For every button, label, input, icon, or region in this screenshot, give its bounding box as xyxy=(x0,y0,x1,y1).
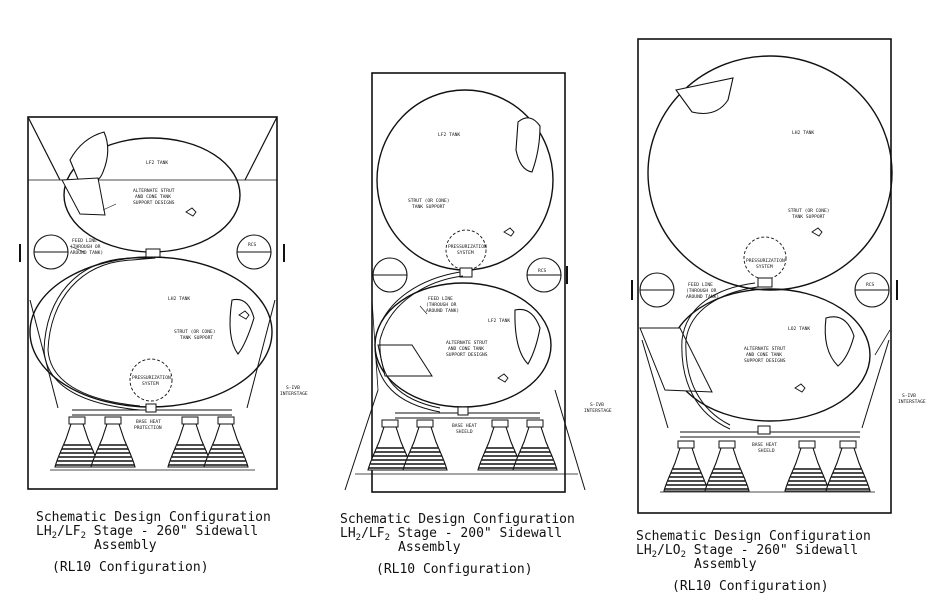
config-3-upper-tank xyxy=(647,55,893,291)
config-3-press-label-1: PRESSURIZATION xyxy=(746,258,785,264)
config-1-heat-label-1: BASE HEAT xyxy=(136,419,161,425)
caption-stage-line: LH2/LO2 Stage - 260" Sidewall xyxy=(636,543,859,560)
config-1-lower-tank-label: LH2 TANK xyxy=(168,296,190,302)
config-3-alt-strut-label-2: AND CONE TANK xyxy=(746,352,782,358)
config-3-feed-line-label-2: (THROUGH OR xyxy=(686,288,717,294)
caption-engine-config: (RL10 Configuration) xyxy=(376,562,533,577)
config-1-alt-strut-label-2: AND CONE TANK xyxy=(135,194,171,200)
config-3-upper-tank-label: LH2 TANK xyxy=(792,130,814,136)
caption-assembly: Assembly xyxy=(94,538,157,553)
config-2-schematic: LF2 TANK STRUT (OR CONE) TANK SUPPORT PR… xyxy=(344,72,612,493)
config-3-alt-strut-label-1: ALTERNATE STRUT xyxy=(744,346,786,352)
config-2-press-label-2: SYSTEM xyxy=(457,250,474,256)
caption-engine-config: (RL10 Configuration) xyxy=(672,579,829,594)
config-2-strut-label-1: STRUT (OR CONE) xyxy=(408,198,450,204)
config-2-upper-tank-label: LF2 TANK xyxy=(438,132,460,138)
config-2-feed-line-label-1: FEED LINE xyxy=(428,296,453,302)
config-1-feed-line-label-1: FEED LINE xyxy=(72,238,97,244)
config-3-caption: Schematic Design Configuration LH2/LO2 S… xyxy=(636,530,871,594)
config-2-heat-label-2: SHIELD xyxy=(456,429,473,435)
config-2-alt-strut-label-3: SUPPORT DESIGNS xyxy=(446,352,488,358)
config-2-press-label-1: PRESSURIZATION xyxy=(448,244,487,250)
config-3-alt-strut-label-3: SUPPORT DESIGNS xyxy=(744,358,786,364)
config-2-upper-tank xyxy=(376,89,554,271)
config-2-alt-strut-label-1: ALTERNATE STRUT xyxy=(446,340,488,346)
config-3-heat-label-1: BASE HEAT xyxy=(752,442,777,448)
config-3-schematic: LH2 TANK STRUT (OR CONE) TANK SUPPORT PR… xyxy=(631,38,926,514)
config-3-strut-label-2: TANK SUPPORT xyxy=(792,214,825,220)
config-2-feed-line-label-3: AROUND TANK) xyxy=(426,308,459,314)
config-3-strut-label-1: STRUT (OR CONE) xyxy=(788,208,830,214)
config-1-feed-line-label-3: AROUND TANK) xyxy=(70,250,103,256)
config-1-heat-label-2: PROTECTION xyxy=(134,425,162,431)
config-1-strut-label-1: STRUT (OR CONE) xyxy=(174,329,216,335)
caption-assembly: Assembly xyxy=(398,540,461,555)
caption-title: Schematic Design Configuration xyxy=(636,529,871,544)
config-3-feed-line-label-1: FEED LINE xyxy=(688,282,713,288)
caption-assembly: Assembly xyxy=(694,557,757,572)
caption-stage-line: LH2/LF2 Stage - 200" Sidewall xyxy=(340,526,563,543)
config-3-press-label-2: SYSTEM xyxy=(756,264,773,270)
config-1-feed-line-label-2: (THROUGH OR xyxy=(70,244,101,250)
config-2-interstage-label-1: S-IVB xyxy=(590,402,604,408)
config-1-caption: Schematic Design Configuration LH2/LF2 S… xyxy=(36,511,271,575)
config-1-interstage-label-2: INTERSTAGE xyxy=(280,391,308,397)
caption-stage-line: LH2/LF2 Stage - 260" Sidewall xyxy=(36,524,259,541)
config-2-strut-label-2: TANK SUPPORT xyxy=(412,204,445,210)
config-2-interstage-label-2: INTERSTAGE xyxy=(584,408,612,414)
config-1-alt-strut-label-1: ALTERNATE STRUT xyxy=(133,188,175,194)
config-1-rcs-label: RCS xyxy=(248,242,257,248)
config-2-lower-tank-label: LF2 TANK xyxy=(488,318,510,324)
config-3-lower-tank-label: LO2 TANK xyxy=(788,326,810,332)
config-2-frame xyxy=(371,72,566,493)
config-1-strut-label-2: TANK SUPPORT xyxy=(180,335,213,341)
config-1-interstage-label-1: S-IVB xyxy=(286,385,300,391)
caption-title: Schematic Design Configuration xyxy=(340,512,575,527)
config-1-schematic: LF2 TANK ALTERNATE STRUT AND CONE TANK S… xyxy=(19,116,308,490)
config-1-frame xyxy=(27,116,278,490)
config-2-caption: Schematic Design Configuration LH2/LF2 S… xyxy=(340,513,575,577)
config-1-press-label-1: PRESSURIZATION xyxy=(132,375,171,381)
config-2-feed-line-label-2: (THROUGH OR xyxy=(426,302,457,308)
config-3-interstage-label-2: INTERSTAGE xyxy=(898,399,926,405)
config-3-rcs-label: RCS xyxy=(866,282,875,288)
config-2-rcs-label: RCS xyxy=(538,268,547,274)
config-3-frame xyxy=(637,38,892,514)
caption-engine-config: (RL10 Configuration) xyxy=(52,560,209,575)
caption-title: Schematic Design Configuration xyxy=(36,510,271,525)
config-2-heat-label-1: BASE HEAT xyxy=(452,423,477,429)
config-1-alt-strut-label-3: SUPPORT DESIGNS xyxy=(133,200,175,206)
config-2-alt-strut-label-2: AND CONE TANK xyxy=(448,346,484,352)
config-3-feed-line-label-3: AROUND TANK) xyxy=(686,294,719,300)
config-3-heat-label-2: SHIELD xyxy=(758,448,775,454)
config-3-interstage-label-1: S-IVB xyxy=(902,393,916,399)
config-1-upper-tank-label: LF2 TANK xyxy=(146,160,168,166)
config-1-press-label-2: SYSTEM xyxy=(142,381,159,387)
